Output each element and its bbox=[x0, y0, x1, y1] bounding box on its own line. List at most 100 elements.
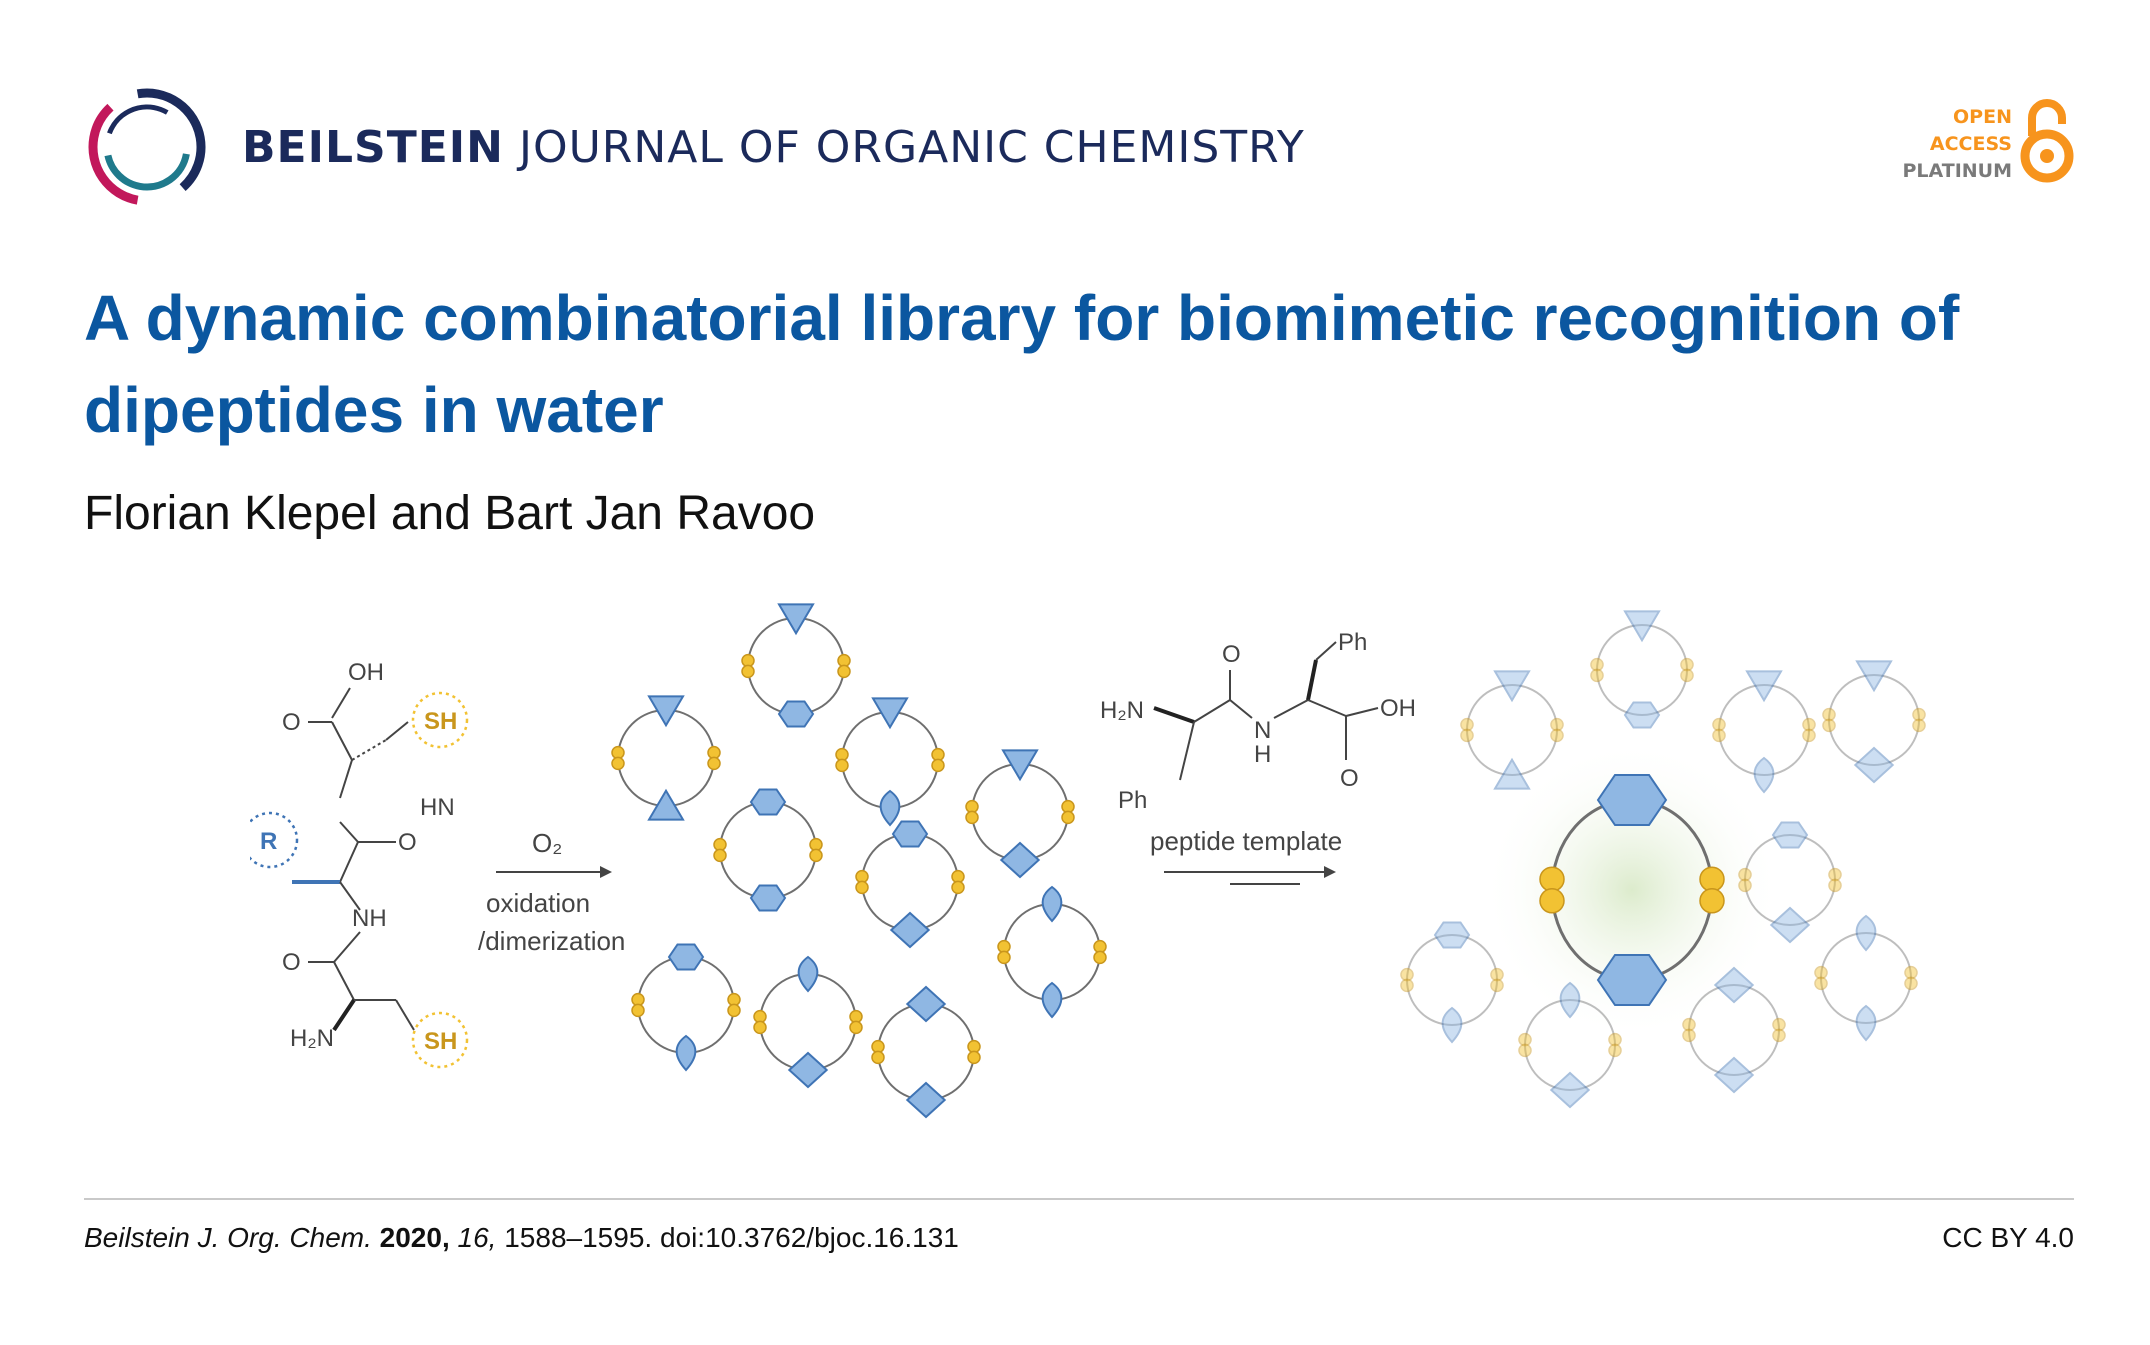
binding-unit-tri-down bbox=[777, 603, 815, 636]
citation: Beilstein J. Org. Chem. 2020, 16, 1588–1… bbox=[84, 1222, 959, 1254]
disulfide-bond bbox=[1490, 978, 1504, 993]
cysteine-peptide-structure: OH O HN O NH O H₂N SH SH R bbox=[250, 659, 469, 1069]
template-binding-glow bbox=[1482, 740, 1782, 1040]
graphical-abstract: OH O HN O NH O H₂N SH SH R O₂ oxidat bbox=[250, 603, 1926, 1119]
binding-unit-drop bbox=[879, 789, 901, 827]
label-sh-bottom: SH bbox=[424, 1028, 457, 1055]
disulfide-bond bbox=[1828, 867, 1842, 882]
label-o-template-2: O bbox=[1340, 765, 1359, 792]
oxidation-arrow: O₂ oxidation /dimerization bbox=[478, 828, 625, 956]
disulfide-bond bbox=[1061, 810, 1075, 825]
binding-unit-diamond bbox=[905, 1081, 947, 1119]
disulfide-bond bbox=[1814, 976, 1828, 991]
macrocycle bbox=[1682, 966, 1786, 1094]
label-h2n-template: H₂N bbox=[1100, 697, 1144, 724]
binding-unit-hex bbox=[777, 700, 815, 728]
disulfide-bond bbox=[1093, 950, 1107, 965]
license-label: CC BY 4.0 bbox=[1942, 1222, 2074, 1253]
disulfide-bond bbox=[1680, 668, 1694, 683]
binding-unit-hex bbox=[667, 943, 705, 971]
disulfide-bond bbox=[1682, 1017, 1696, 1032]
disulfide-bond bbox=[997, 950, 1011, 965]
label-dimerization: /dimerization bbox=[478, 926, 625, 956]
disulfide-bond bbox=[855, 880, 869, 895]
macrocycle bbox=[1822, 660, 1926, 784]
article-authors: Florian Klepel and Bart Jan Ravoo bbox=[84, 487, 816, 540]
label-o-template: O bbox=[1222, 641, 1241, 668]
binding-unit-tri-down bbox=[1001, 749, 1039, 782]
disulfide-bond bbox=[1904, 976, 1918, 991]
binding-unit-diamond bbox=[787, 1051, 829, 1089]
binding-unit-diamond bbox=[1713, 966, 1755, 1004]
binding-unit-hex bbox=[1596, 954, 1668, 1006]
open-access-line2: ACCESS bbox=[1929, 133, 2012, 155]
macrocycle bbox=[871, 985, 981, 1119]
label-nh: NH bbox=[352, 905, 387, 932]
peptide-template-equilibrium-arrow: peptide template bbox=[1150, 826, 1342, 885]
disulfide-bond bbox=[1460, 728, 1474, 743]
disulfide-bond bbox=[1590, 657, 1604, 672]
binding-unit-drop bbox=[1855, 1004, 1877, 1042]
label-n-template: N bbox=[1254, 717, 1271, 744]
binding-unit-drop bbox=[1855, 914, 1877, 952]
disulfide-bond bbox=[1828, 878, 1842, 893]
disulfide-bond bbox=[1738, 878, 1752, 893]
journal-name-bold: BEILSTEIN bbox=[242, 122, 504, 173]
disulfide-bond bbox=[967, 1050, 981, 1065]
disulfide-bond bbox=[871, 1050, 885, 1065]
macrocycle bbox=[1590, 610, 1694, 729]
disulfide-bond bbox=[1738, 867, 1752, 882]
label-sh-top: SH bbox=[424, 708, 457, 735]
label-ph-top: Ph bbox=[1338, 629, 1367, 656]
binding-unit-drop bbox=[1753, 756, 1775, 794]
disulfide-bond bbox=[1712, 717, 1726, 732]
disulfide-bond bbox=[741, 664, 755, 679]
disulfide-bond bbox=[753, 1020, 767, 1035]
label-h-template: H bbox=[1254, 741, 1271, 768]
disulfide-bond bbox=[1682, 1028, 1696, 1043]
binding-unit-hex bbox=[749, 788, 787, 816]
label-hn: HN bbox=[420, 794, 455, 821]
label-h2n: H₂N bbox=[290, 1025, 334, 1052]
binding-unit-drop bbox=[1041, 981, 1063, 1019]
disulfide-bond bbox=[1772, 1028, 1786, 1043]
label-oh-template: OH bbox=[1380, 695, 1416, 722]
citation-journal: Beilstein J. Org. Chem. bbox=[84, 1222, 372, 1253]
open-access-badge: OPEN ACCESS PLATINUM bbox=[1874, 94, 2074, 194]
journal-name: BEILSTEIN JOURNAL OF ORGANIC CHEMISTRY bbox=[242, 122, 1305, 173]
disulfide-bond bbox=[1814, 965, 1828, 980]
disulfide-bond bbox=[1590, 668, 1604, 683]
macrocycle bbox=[965, 749, 1075, 879]
disulfide-bond bbox=[1772, 1017, 1786, 1032]
disulfide-bond bbox=[1490, 967, 1504, 982]
binding-unit-drop bbox=[1041, 885, 1063, 923]
footer-divider bbox=[84, 1198, 2074, 1200]
open-access-line3: PLATINUM bbox=[1902, 160, 2012, 182]
disulfide-bond bbox=[849, 1020, 863, 1035]
disulfide-bond bbox=[835, 758, 849, 773]
label-o-bottom: O bbox=[282, 949, 301, 976]
macrocycle bbox=[713, 788, 823, 912]
disulfide-bond bbox=[611, 756, 625, 771]
macrocycle bbox=[1712, 670, 1816, 794]
dynamic-combinatorial-library bbox=[611, 603, 1107, 1119]
citation-volume: 16, bbox=[457, 1222, 497, 1253]
binding-unit-diamond bbox=[1549, 1071, 1591, 1109]
macrocycle bbox=[835, 697, 945, 827]
binding-unit-diamond bbox=[1713, 1056, 1755, 1094]
binding-unit-tri-up bbox=[1493, 757, 1531, 790]
disulfide-bond bbox=[931, 758, 945, 773]
disulfide-bond bbox=[1518, 1032, 1532, 1047]
binding-unit-tri-down bbox=[647, 695, 685, 728]
article-title: A dynamic combinatorial library for biom… bbox=[84, 282, 1960, 446]
disulfide-bond bbox=[1699, 888, 1725, 914]
binding-unit-tri-down bbox=[1493, 670, 1531, 703]
macrocycle bbox=[855, 820, 965, 949]
binding-unit-hex bbox=[891, 820, 929, 848]
macrocycle bbox=[741, 603, 851, 728]
journal-name-rest: JOURNAL OF ORGANIC CHEMISTRY bbox=[518, 122, 1305, 173]
label-o-top: O bbox=[282, 709, 301, 736]
disulfide-bond bbox=[727, 1003, 741, 1018]
disulfide-bond bbox=[837, 664, 851, 679]
disulfide-bond bbox=[631, 1003, 645, 1018]
